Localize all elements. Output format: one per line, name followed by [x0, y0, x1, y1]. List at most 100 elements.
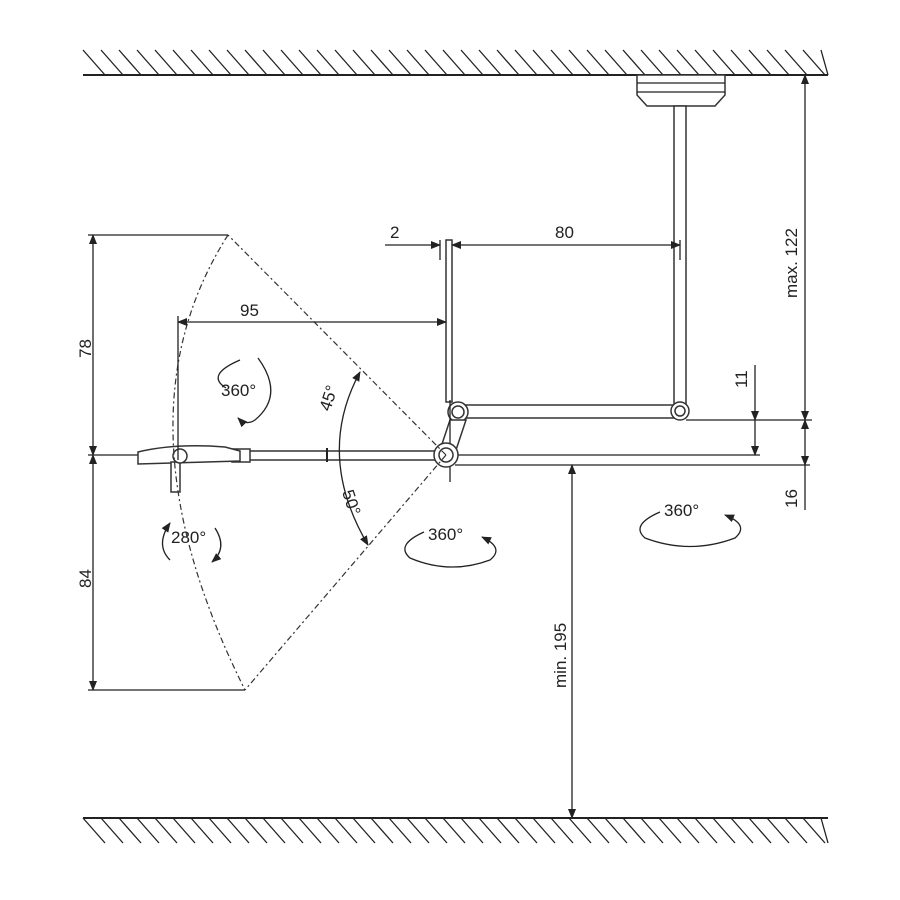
hatch-line — [136, 49, 160, 76]
hatch-line — [820, 817, 829, 844]
hatch-line — [316, 49, 340, 76]
hatch-line — [388, 817, 412, 844]
hatch-line — [802, 49, 826, 76]
joint-rotation-label: 360° — [428, 525, 463, 544]
hatch-line — [640, 817, 664, 844]
hatch-line — [748, 49, 772, 76]
hatch-line — [568, 49, 592, 76]
hatch-line — [478, 49, 502, 76]
hatch-line — [190, 817, 214, 844]
ceiling-mount — [636, 74, 726, 407]
hatch-line — [802, 817, 826, 844]
hatch-line — [586, 817, 610, 844]
hatch-line — [820, 49, 829, 76]
hatch-line — [622, 49, 646, 76]
hatch-line — [262, 49, 286, 76]
pole-rotation-label: 360° — [664, 501, 699, 520]
upper-arm — [438, 239, 690, 451]
hatch-line — [316, 817, 340, 844]
hatch-line — [154, 817, 178, 844]
hatch-line — [190, 49, 214, 76]
hatch-line — [298, 817, 322, 844]
height-down-dimension-label: 84 — [76, 569, 95, 588]
hatch-line — [208, 49, 232, 76]
hatch-line — [406, 49, 430, 76]
hatch-line — [424, 49, 448, 76]
handle-rotation-label: 280° — [171, 528, 206, 547]
hatch-line — [280, 49, 304, 76]
hatch-line — [118, 817, 142, 844]
hatch-line — [640, 49, 664, 76]
swing-range — [172, 234, 447, 691]
hatch-line — [748, 817, 772, 844]
hatch-line — [496, 49, 520, 76]
ceiling-max-dimension-label: max. 122 — [782, 228, 801, 298]
hatch-line — [82, 49, 106, 76]
hatch-line — [766, 49, 790, 76]
hatch-line — [550, 817, 574, 844]
hatch-line — [694, 49, 718, 76]
hatch-line — [370, 49, 394, 76]
angle-down-label: 50° — [338, 487, 364, 517]
hatch-line — [460, 817, 484, 844]
hatch-line — [550, 49, 574, 76]
hatch-line — [568, 817, 592, 844]
lower-arm-dimension-label: 95 — [240, 301, 259, 320]
hatch-line — [658, 817, 682, 844]
pole-rotation-icon — [639, 511, 742, 548]
hatch-line — [514, 817, 538, 844]
hatch-line — [352, 49, 376, 76]
hatch-line — [442, 817, 466, 844]
hatch-line — [118, 49, 142, 76]
joint-offset-dimension-label: 11 — [732, 370, 751, 388]
hatch-line — [604, 49, 628, 76]
hatch-line — [280, 817, 304, 844]
height-up-dimension-label: 78 — [76, 339, 95, 358]
hatch-line — [604, 817, 628, 844]
hatch-line — [676, 817, 700, 844]
hatch-line — [532, 817, 556, 844]
upper-arm-dimension-label: 80 — [555, 223, 574, 242]
hatch-line — [388, 49, 412, 76]
hatch-line — [136, 817, 160, 844]
hatch-line — [712, 817, 736, 844]
hatch-line — [334, 817, 358, 844]
hatch-line — [676, 49, 700, 76]
hatch-line — [226, 817, 250, 844]
hatch-line — [406, 817, 430, 844]
hatch-line — [442, 49, 466, 76]
handle-rotation-icon — [161, 522, 222, 563]
hatch-line — [100, 817, 124, 844]
hatch-line — [334, 49, 358, 76]
hatch-line — [424, 817, 448, 844]
hatch-line — [784, 49, 808, 76]
hatch-line — [658, 49, 682, 76]
hatch-line — [298, 49, 322, 76]
hatch-line — [478, 817, 502, 844]
arm-drop-dimension-label: 16 — [782, 489, 801, 508]
head-rotation-icon — [217, 357, 272, 428]
hatch-line — [172, 49, 196, 76]
hatch-line — [172, 817, 196, 844]
hatch-line — [766, 817, 790, 844]
hatch-line — [532, 49, 556, 76]
hatch-line — [586, 49, 610, 76]
hatch-line — [496, 817, 520, 844]
lower-arm — [137, 442, 459, 493]
hatch-line — [730, 49, 754, 76]
hatch-line — [100, 49, 124, 76]
hatch-line — [82, 817, 106, 844]
hatch-line — [262, 817, 286, 844]
hatch-line — [460, 49, 484, 76]
angle-up-label: 45° — [316, 383, 342, 413]
hatch-line — [622, 817, 646, 844]
hatch-line — [712, 49, 736, 76]
hatch-line — [370, 817, 394, 844]
hatch-line — [352, 817, 376, 844]
hatch-line — [154, 49, 178, 76]
hatch-line — [730, 817, 754, 844]
hatch-line — [514, 49, 538, 76]
hatch-line — [244, 49, 268, 76]
joint-rotation-icon — [404, 531, 497, 568]
hatch-line — [694, 817, 718, 844]
